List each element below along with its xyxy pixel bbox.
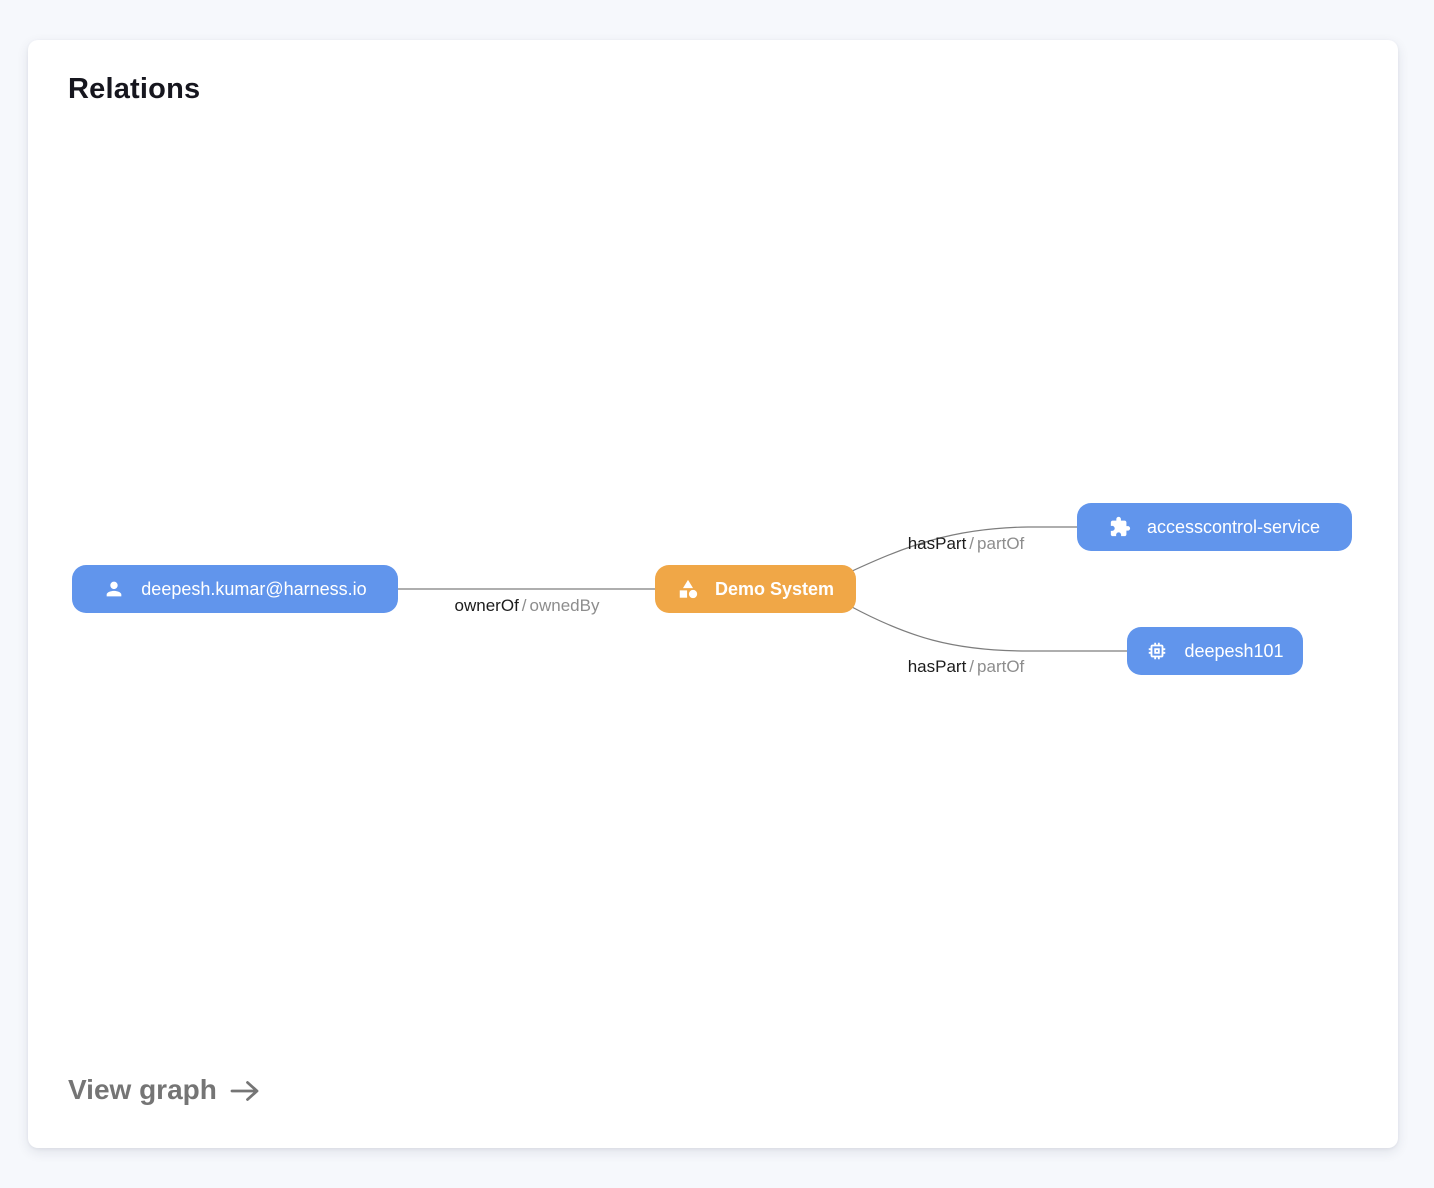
edge-label-separator: /: [969, 657, 975, 676]
person-icon: [103, 578, 125, 600]
node-label: deepesh.kumar@harness.io: [141, 578, 367, 599]
graph-edges: [398, 526, 1127, 652]
node-label: accesscontrol-service: [1146, 516, 1321, 537]
node-user[interactable]: deepesh.kumar@harness.io: [72, 565, 398, 613]
edge-label-primary: ownerOf: [454, 596, 519, 615]
card-title: Relations: [68, 73, 201, 105]
memory-icon: [1146, 640, 1168, 662]
edge-haspart-bottom: [849, 605, 1127, 652]
extension-icon: [1109, 516, 1131, 538]
edge-label-separator: /: [969, 534, 975, 553]
edge-label-separator: /: [521, 596, 527, 615]
edge-haspart-top: [849, 526, 1077, 573]
edge-label-haspart-bottom: hasPart/partOf: [908, 657, 1025, 677]
category-icon: [677, 578, 699, 600]
edge-label-haspart-top: hasPart/partOf: [908, 534, 1025, 554]
edge-label-primary: hasPart: [907, 657, 967, 676]
node-label: Demo System: [714, 578, 835, 599]
view-graph-link[interactable]: View graph: [68, 1074, 261, 1106]
arrow-right-icon: [229, 1078, 261, 1104]
view-graph-label: View graph: [68, 1074, 217, 1105]
node-system[interactable]: Demo System: [655, 565, 856, 613]
edge-label-primary: hasPart: [907, 534, 967, 553]
edge-label-secondary: ownedBy: [529, 596, 600, 615]
node-service[interactable]: accesscontrol-service: [1077, 503, 1352, 551]
edge-label-secondary: partOf: [977, 534, 1025, 553]
edge-label-ownerof: ownerOf/ownedBy: [455, 596, 600, 616]
relations-card: Relations deepesh.kumar@harness.io Demo …: [28, 40, 1398, 1148]
node-component[interactable]: deepesh101: [1127, 627, 1303, 675]
node-label: deepesh101: [1184, 640, 1284, 661]
relations-graph: deepesh.kumar@harness.io Demo System acc…: [28, 40, 1398, 1148]
edge-label-secondary: partOf: [977, 657, 1025, 676]
